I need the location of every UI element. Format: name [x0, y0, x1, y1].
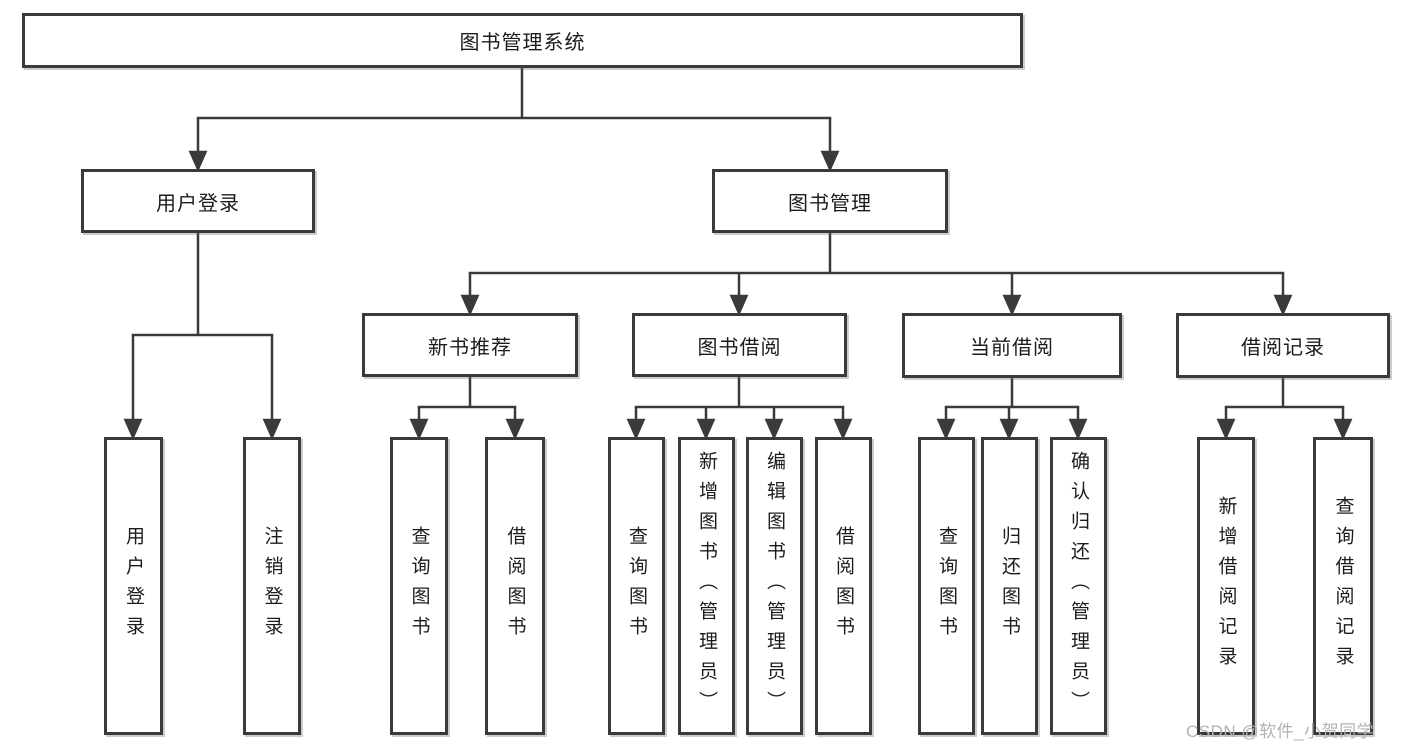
leaf-borrow-borrow-books: 借阅图书: [815, 437, 872, 735]
node-book-borrow: 图书借阅: [632, 313, 847, 377]
leaf-records-add-record-label: 新增借阅记录: [1215, 496, 1237, 676]
leaf-borrow-edit-books-admin: 编辑图书（管理员）: [746, 437, 803, 735]
leaf-current-confirm-return-admin: 确认归还（管理员）: [1050, 437, 1107, 735]
leaf-user-login-label: 用户登录: [123, 526, 144, 646]
leaf-current-query-books: 查询图书: [918, 437, 975, 735]
leaf-current-confirm-return-admin-label: 确认归还（管理员）: [1068, 451, 1089, 721]
leaf-borrow-query-books: 查询图书: [608, 437, 665, 735]
node-new-book-recommend: 新书推荐: [362, 313, 578, 377]
leaf-records-query-record: 查询借阅记录: [1313, 437, 1373, 735]
leaf-recommend-borrow-books: 借阅图书: [485, 437, 545, 735]
csdn-watermark: CSDN @软件_小贺同学: [1186, 722, 1375, 741]
leaf-current-return-books-label: 归还图书: [999, 526, 1020, 646]
node-book-management: 图书管理: [712, 169, 948, 233]
leaf-records-query-record-label: 查询借阅记录: [1332, 496, 1354, 676]
leaf-logout-label: 注销登录: [261, 526, 283, 646]
leaf-current-query-books-label: 查询图书: [936, 526, 957, 646]
leaf-borrow-add-books-admin: 新增图书（管理员）: [678, 437, 735, 735]
leaf-user-login: 用户登录: [104, 437, 163, 735]
node-current-borrow: 当前借阅: [902, 313, 1122, 378]
leaf-recommend-borrow-books-label: 借阅图书: [504, 526, 526, 646]
node-user-login: 用户登录: [81, 169, 315, 233]
leaf-borrow-add-books-admin-label: 新增图书（管理员）: [696, 451, 717, 721]
node-borrow-records: 借阅记录: [1176, 313, 1390, 378]
leaf-borrow-query-books-label: 查询图书: [626, 526, 647, 646]
leaf-borrow-edit-books-admin-label: 编辑图书（管理员）: [764, 451, 785, 721]
leaf-borrow-borrow-books-label: 借阅图书: [833, 526, 854, 646]
node-root: 图书管理系统: [22, 13, 1023, 68]
leaf-logout: 注销登录: [243, 437, 301, 735]
leaf-recommend-query-books-label: 查询图书: [408, 526, 430, 646]
leaf-records-add-record: 新增借阅记录: [1197, 437, 1255, 735]
leaf-current-return-books: 归还图书: [981, 437, 1038, 735]
leaf-recommend-query-books: 查询图书: [390, 437, 448, 735]
